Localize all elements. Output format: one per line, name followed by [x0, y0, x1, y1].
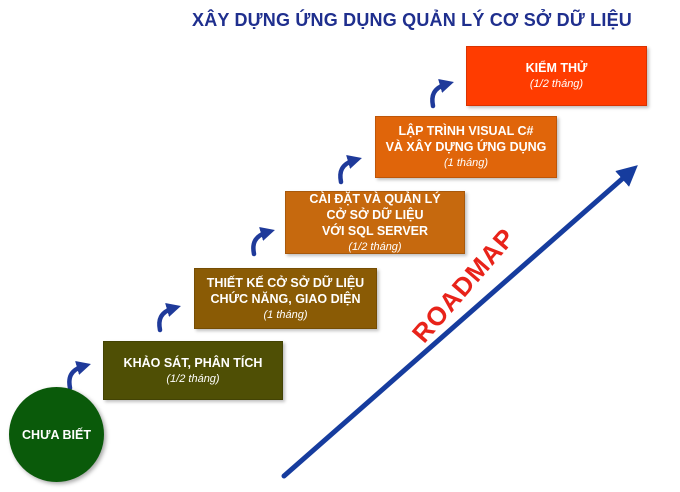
step-testing: KIỂM THỬ (1/2 tháng) — [466, 46, 647, 106]
step-label: CÀI ĐẶT VÀ QUẢN LÝ CỞ SỞ DỮ LIỆU VỚI SQL… — [309, 191, 441, 238]
step-label: LẬP TRÌNH VISUAL C# VÀ XÂY DỰNG ỨNG DỤNG — [385, 124, 547, 154]
step-arrow-4 — [338, 155, 362, 185]
step-visual-csharp-programming: LẬP TRÌNH VISUAL C# VÀ XÂY DỰNG ỨNG DỤNG… — [375, 116, 557, 178]
curved-up-arrow-icon — [338, 155, 362, 185]
step-duration: (1/2 tháng) — [166, 372, 220, 385]
curved-up-arrow-icon — [251, 227, 275, 257]
page-title: XÂY DỰNG ỨNG DỤNG QUẢN LÝ CƠ SỞ DỮ LIỆU — [191, 10, 632, 30]
step-sql-server-setup: CÀI ĐẶT VÀ QUẢN LÝ CỞ SỞ DỮ LIỆU VỚI SQL… — [285, 191, 465, 254]
step-duration: (1 tháng) — [263, 308, 308, 321]
step-arrow-1 — [67, 361, 91, 391]
step-database-design: THIẾT KẾ CỞ SỞ DỮ LIỆU CHỨC NĂNG, GIAO D… — [194, 268, 377, 329]
step-arrow-2 — [157, 303, 181, 333]
curved-up-arrow-icon — [67, 361, 91, 391]
step-label: KIỂM THỬ — [525, 61, 588, 75]
start-circle: CHƯA BIẾT — [9, 387, 104, 482]
roadmap-arrow — [281, 165, 638, 479]
step-arrow-5 — [430, 79, 454, 109]
step-duration: (1/2 tháng) — [529, 78, 584, 90]
step-arrow-3 — [251, 227, 275, 257]
curved-up-arrow-icon — [430, 79, 454, 109]
step-label: KHẢO SÁT, PHÂN TÍCH — [123, 355, 263, 370]
step-label: THIẾT KẾ CỞ SỞ DỮ LIỆU CHỨC NĂNG, GIAO D… — [206, 275, 365, 306]
curved-up-arrow-icon — [157, 303, 181, 333]
step-duration: (1/2 tháng) — [348, 240, 402, 253]
step-survey-analysis: KHẢO SÁT, PHÂN TÍCH (1/2 tháng) — [103, 341, 283, 400]
start-label: CHƯA BIẾT — [22, 427, 91, 442]
step-duration: (1 tháng) — [443, 157, 489, 169]
diagonal-arrow-icon — [281, 165, 638, 479]
